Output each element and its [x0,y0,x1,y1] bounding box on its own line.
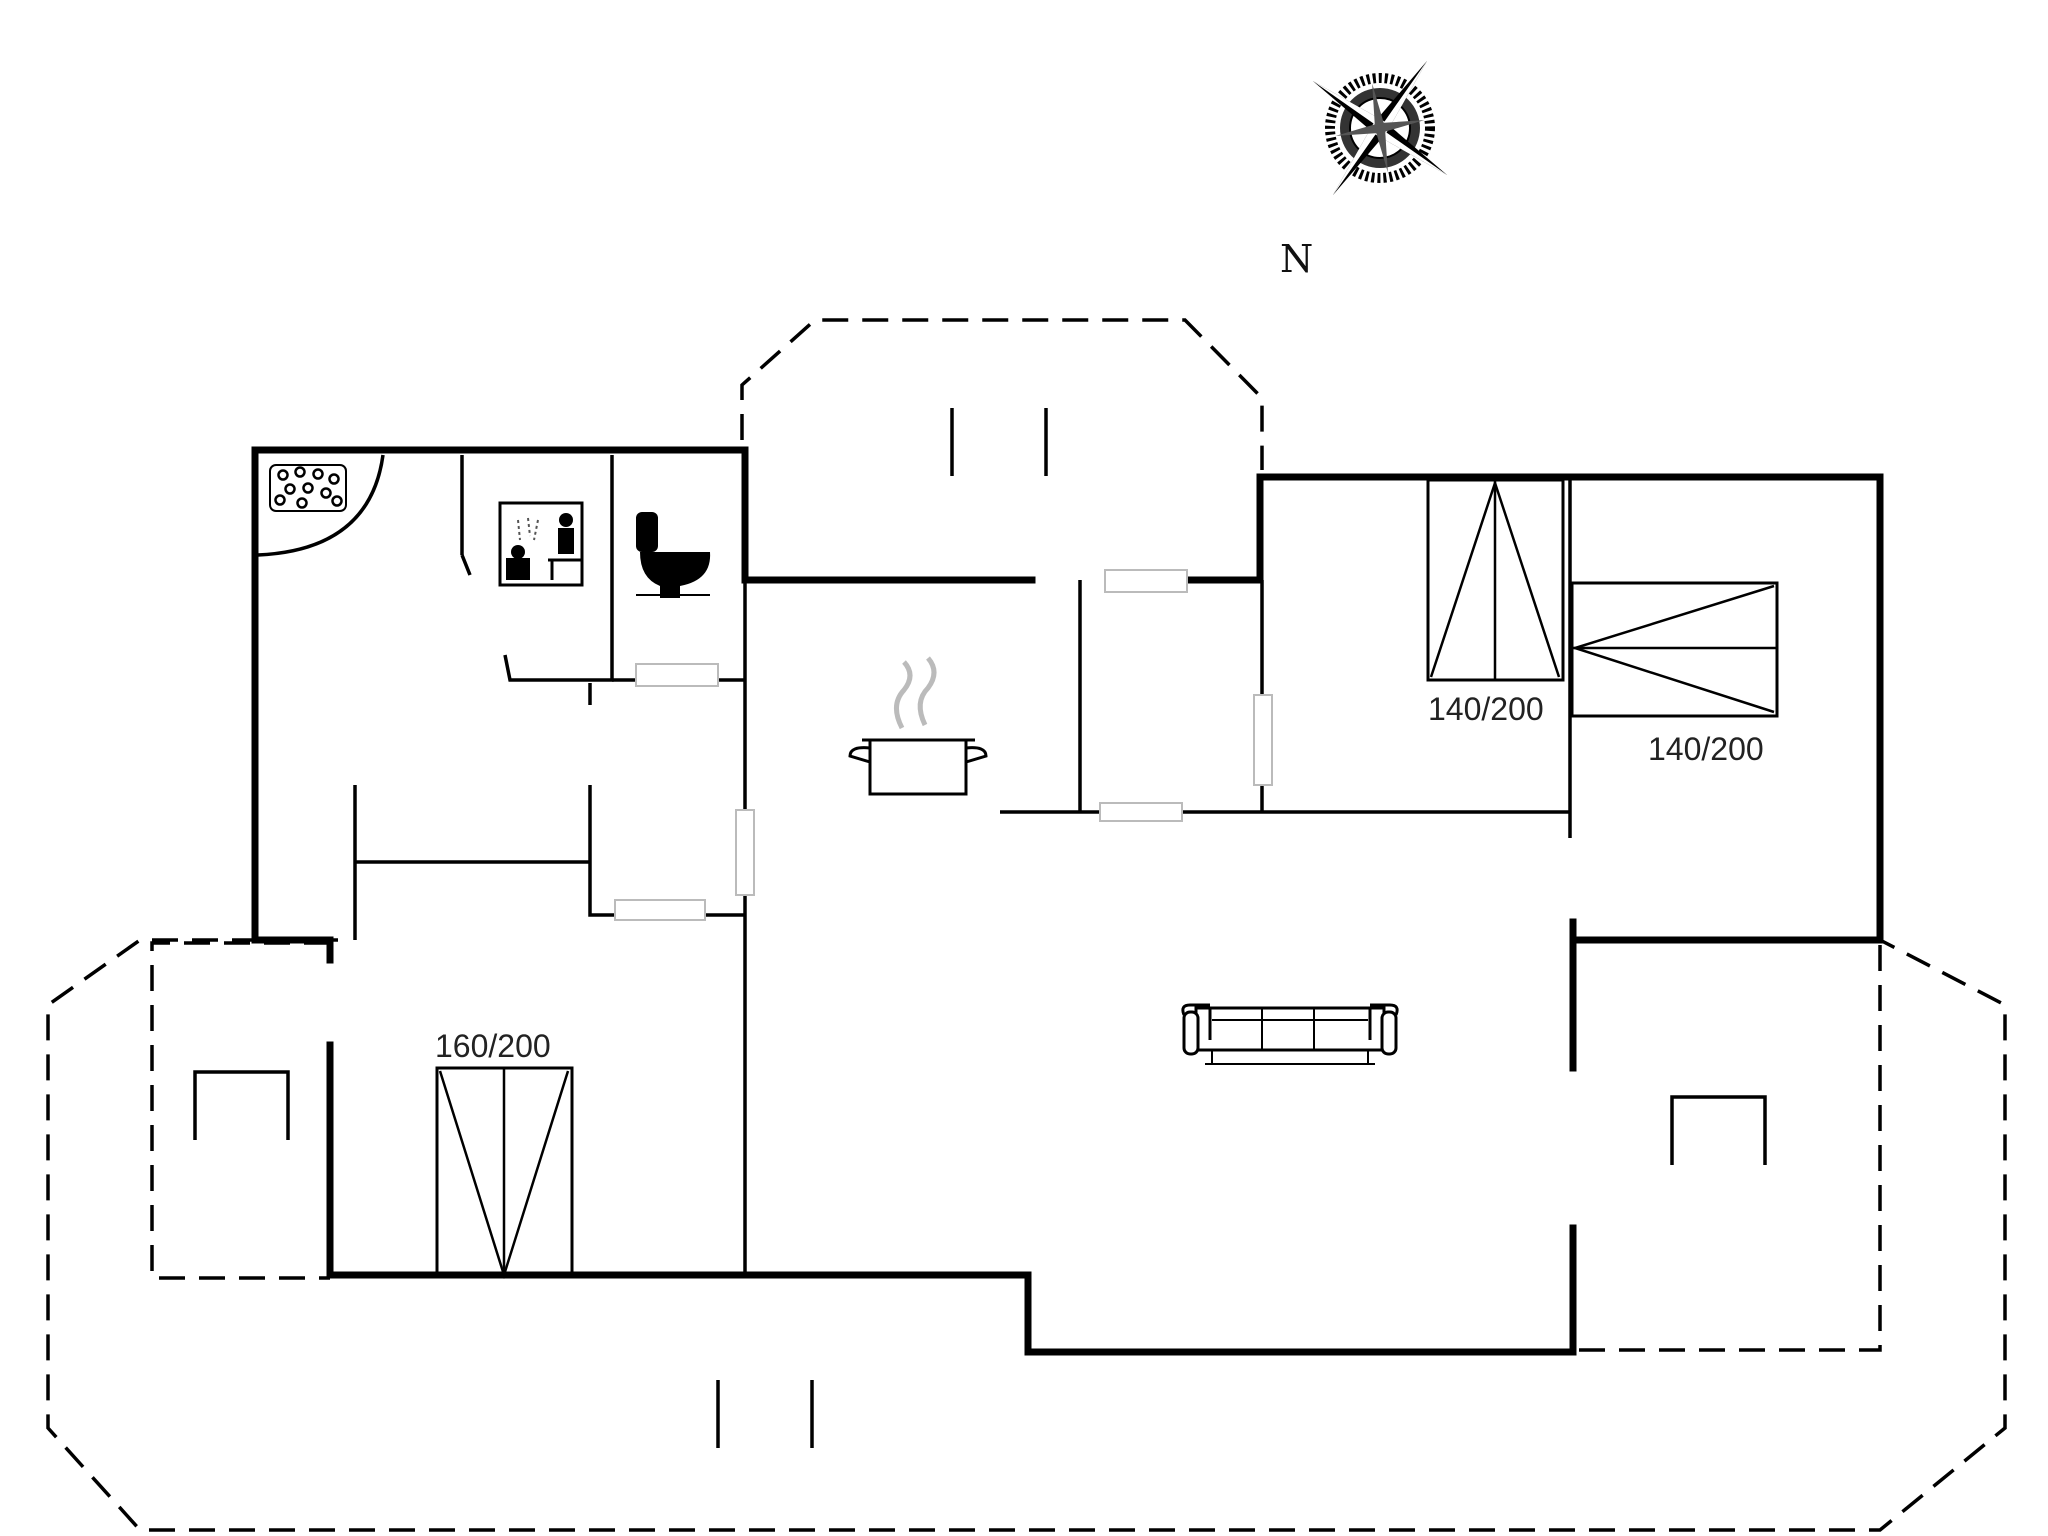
bed-160-200 [435,1066,574,1280]
windows [614,569,1273,921]
sauna-icon [498,501,584,587]
bed-label-140-200-top: 140/200 [1428,691,1544,727]
cooking-pot-icon [848,656,988,796]
bed-label-140-200-right: 140/200 [1648,731,1764,767]
interior-walls [353,455,1572,1275]
terrace-table-right [1670,1095,1767,1165]
north-label: N [1280,237,1313,281]
terrace-table-left [193,1070,290,1140]
hot-tub-icon [257,454,385,557]
sofa-icon [1181,1003,1399,1065]
toilet-icon [636,512,711,598]
door-markers [716,408,1048,1448]
bed-140-200-right [1570,581,1779,718]
bed-label-160-200: 160/200 [435,1028,551,1064]
terrace-outlines [46,318,2007,1532]
bed-140-200-top [1426,478,1565,682]
compass-rose-icon [1312,60,1448,196]
outer-walls [251,446,1884,1356]
